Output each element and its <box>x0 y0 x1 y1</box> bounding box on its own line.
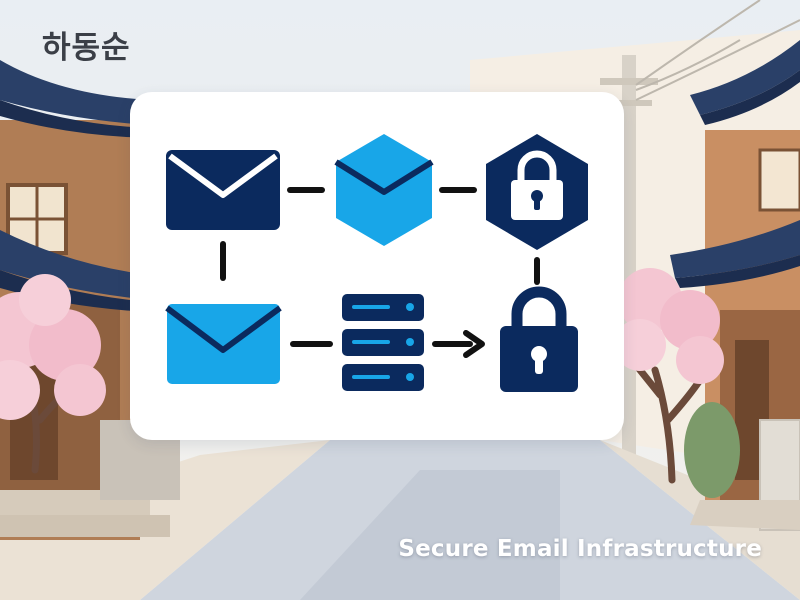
padlock-icon <box>500 286 578 392</box>
cherry-tree-right <box>614 268 724 484</box>
server-icon <box>342 294 424 391</box>
bush-right <box>684 402 740 498</box>
diagram-card <box>130 92 624 440</box>
brand-name: 하동순 <box>42 30 131 66</box>
flow-diagram <box>165 134 588 392</box>
utility-pole <box>622 55 636 475</box>
road-shadow <box>300 470 560 600</box>
envelope-icon <box>166 150 280 230</box>
power-lines <box>635 0 800 101</box>
right-hanok <box>670 40 800 531</box>
connectors <box>220 187 540 347</box>
hexagon-lock-icon <box>486 134 588 250</box>
arrow-head-icon <box>463 330 485 358</box>
cherry-tree-left <box>0 274 106 474</box>
envelope-icon <box>165 304 282 384</box>
caption-title: Secure Email Infrastructure <box>398 536 762 562</box>
pole-crossbar <box>600 78 658 85</box>
pole-crossbar <box>606 100 652 106</box>
hexagon-envelope-icon <box>334 134 434 246</box>
